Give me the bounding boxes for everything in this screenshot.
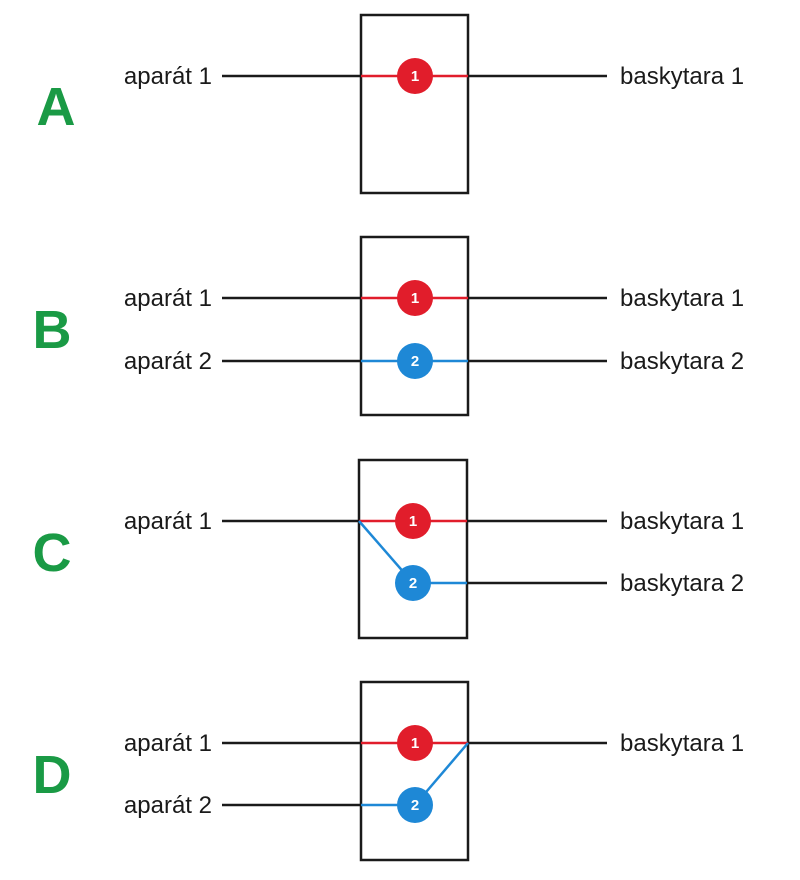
output-label: baskytara 1 <box>620 508 744 535</box>
panel-letter: D <box>33 745 72 805</box>
switch-box <box>359 235 470 417</box>
input-label: aparát 1 <box>124 730 212 757</box>
input-label: aparát 1 <box>124 508 212 535</box>
output-label: baskytara 2 <box>620 570 744 597</box>
channel-2-node <box>395 565 431 601</box>
panel-letter: B <box>33 300 72 360</box>
input-label: aparát 1 <box>124 63 212 90</box>
channel-number: 1 <box>409 513 417 530</box>
output-label: baskytara 1 <box>620 730 744 757</box>
panel-d: D aparát 1 aparát 2 baskytara 1 1 2 <box>33 680 744 862</box>
switch-box <box>359 680 470 862</box>
output-label: baskytara 2 <box>620 348 744 375</box>
channel-number: 2 <box>409 575 417 592</box>
output-label: baskytara 1 <box>620 63 744 90</box>
panel-letter: C <box>33 523 72 583</box>
input-label: aparát 2 <box>124 792 212 819</box>
channel-number: 1 <box>411 68 419 85</box>
switch-box <box>357 458 469 640</box>
panel-a: A aparát 1 baskytara 1 1 <box>37 13 744 195</box>
channel-2-node <box>397 343 433 379</box>
channel-number: 1 <box>411 735 419 752</box>
output-label: baskytara 1 <box>620 285 744 312</box>
input-label: aparát 1 <box>124 285 212 312</box>
channel-number: 2 <box>411 797 419 814</box>
channel-1-node <box>395 503 431 539</box>
panel-letter: A <box>37 77 76 137</box>
input-label: aparát 2 <box>124 348 212 375</box>
channel-1-node <box>397 280 433 316</box>
channel-number: 1 <box>411 290 419 307</box>
channel-2-node <box>397 787 433 823</box>
channel-1-node <box>397 725 433 761</box>
panel-c: C aparát 1 baskytara 1 baskytara 2 1 2 <box>33 458 744 640</box>
channel-1-node <box>397 58 433 94</box>
switch-box <box>359 13 470 195</box>
panel-b: B aparát 1 aparát 2 baskytara 1 baskytar… <box>33 235 744 417</box>
channel-number: 2 <box>411 353 419 370</box>
